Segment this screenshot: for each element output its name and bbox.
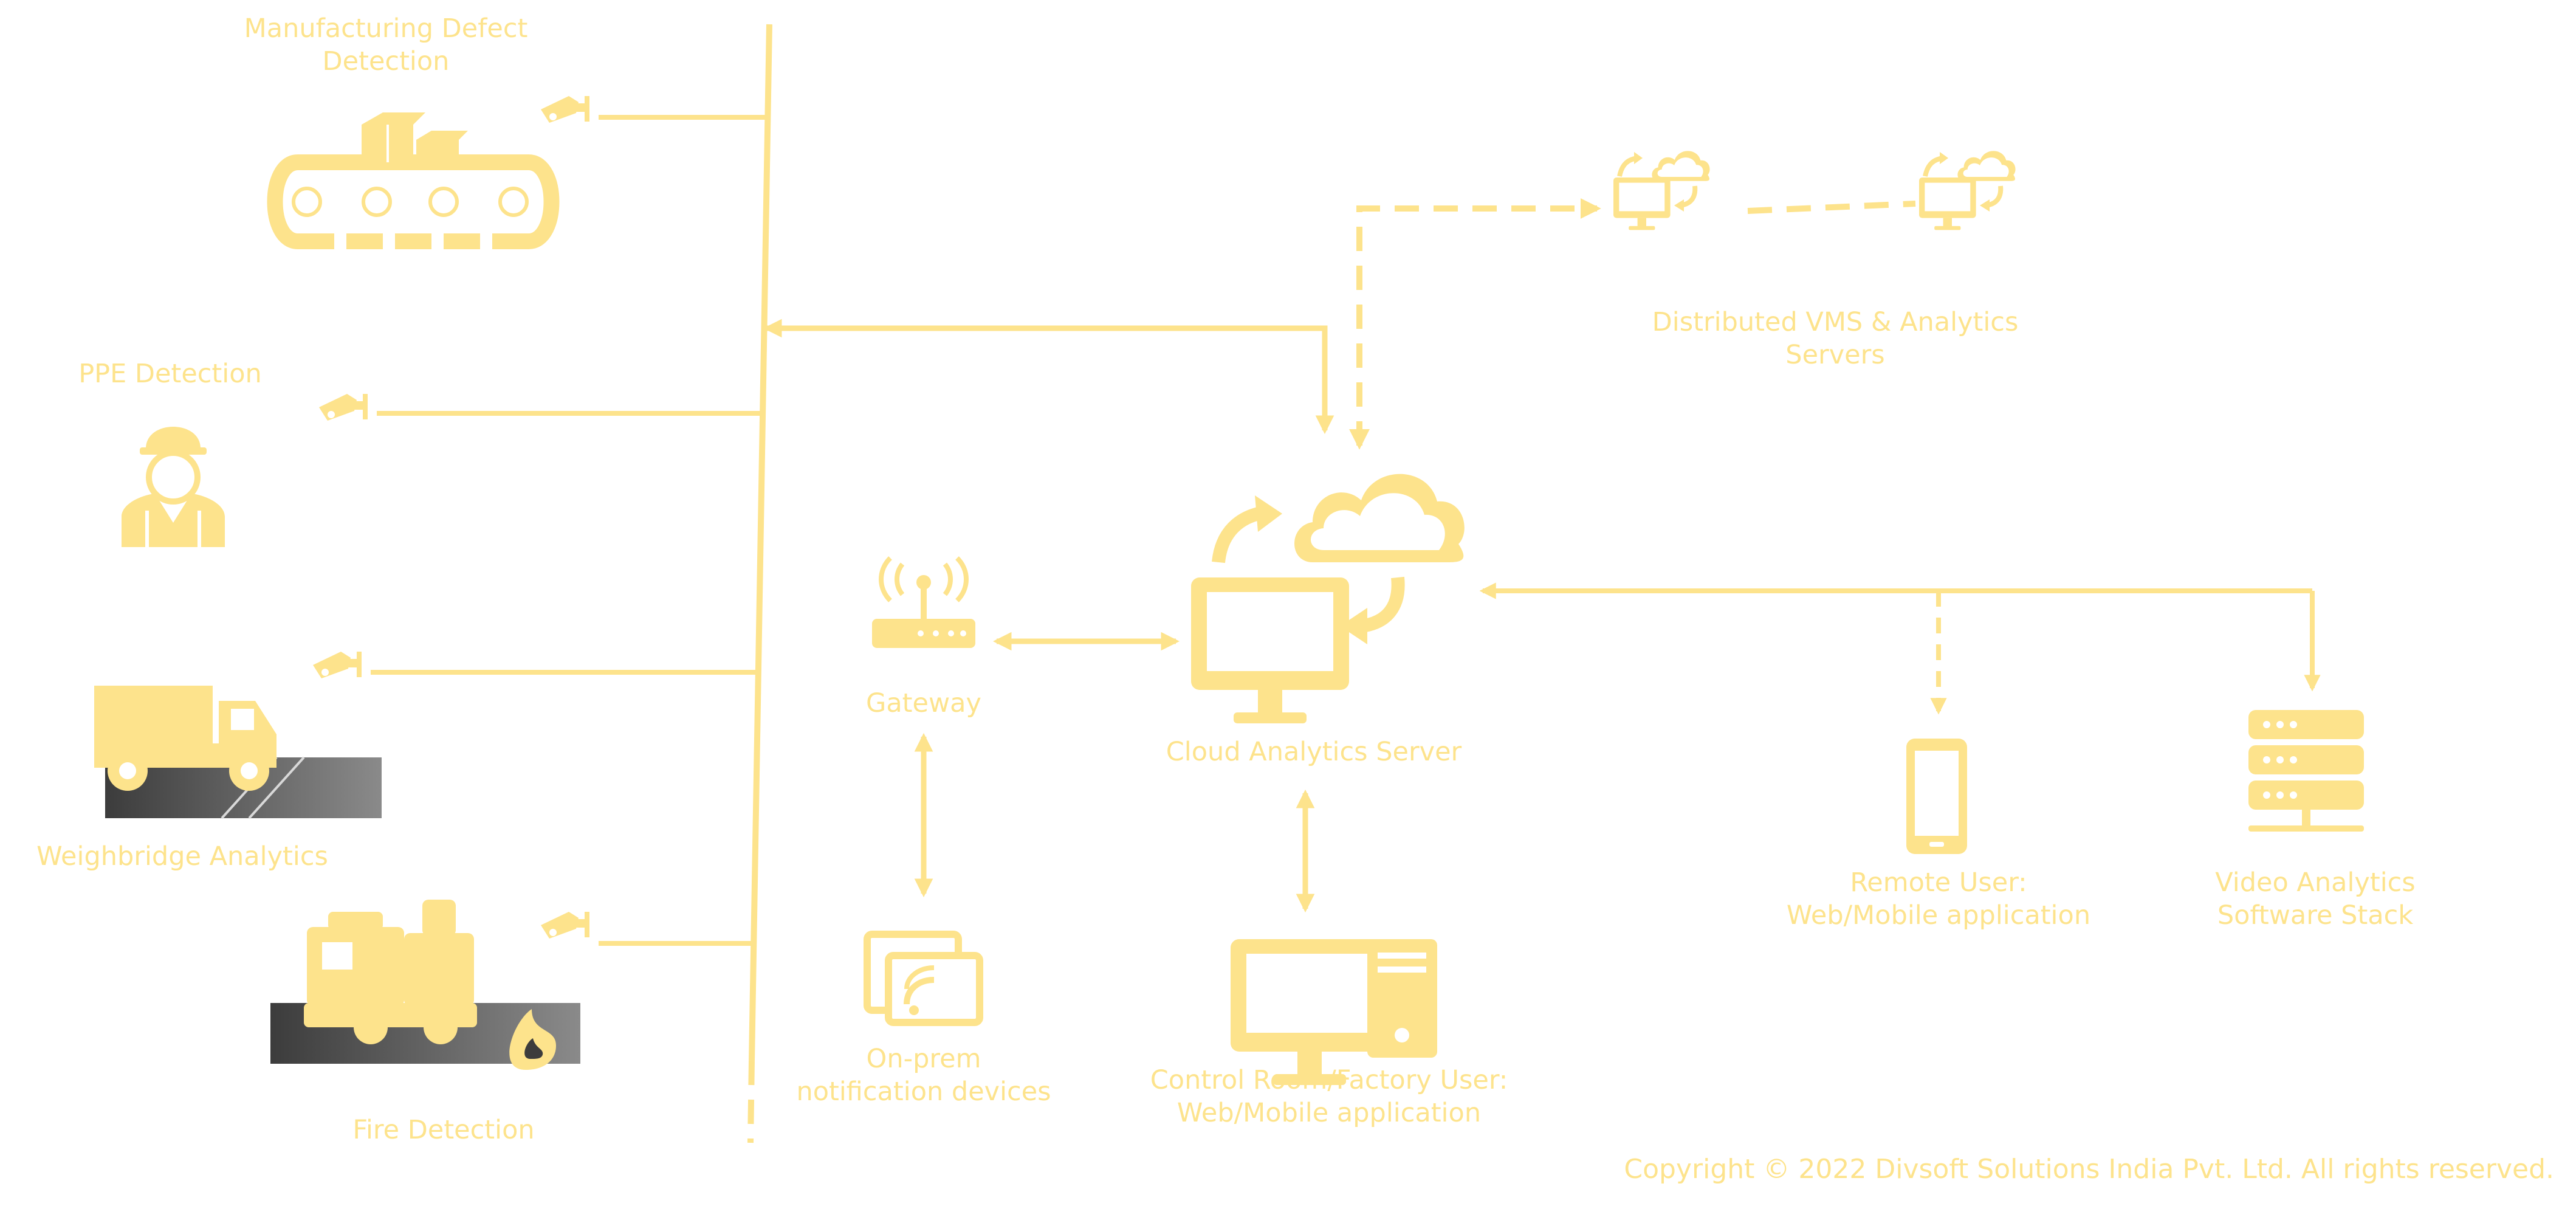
label-line: Detection bbox=[322, 46, 450, 77]
weighbridge-label: Weighbridge Analytics bbox=[30, 840, 334, 873]
cast-screen-icon bbox=[864, 931, 983, 1026]
label-line: Control Room/Factory User: bbox=[1150, 1065, 1508, 1095]
camera-icon bbox=[541, 96, 589, 123]
video-stack-label: Video Analytics Software Stack bbox=[2163, 866, 2467, 932]
control-room-label: Control Room/Factory User: Web/Mobile ap… bbox=[1116, 1064, 1542, 1129]
label-line: Software Stack bbox=[2217, 900, 2414, 931]
label-line: Web/Mobile application bbox=[1786, 900, 2091, 931]
manufacturing-label: Manufacturing Defect Detection bbox=[234, 12, 538, 78]
label-line: On-prem bbox=[866, 1044, 981, 1074]
label-line: Remote User: bbox=[1850, 867, 2027, 898]
gateway-label: Gateway bbox=[802, 687, 1045, 720]
label-line: notification devices bbox=[796, 1077, 1051, 1107]
cloud-monitor-icon bbox=[1613, 151, 1710, 230]
onprem-label: On-prem notification devices bbox=[772, 1042, 1076, 1108]
remote-user-label: Remote User: Web/Mobile application bbox=[1726, 866, 2151, 932]
label-line: Fire Detection bbox=[352, 1115, 535, 1145]
label-line: Distributed VMS & Analytics bbox=[1652, 307, 2019, 337]
ppe-label: PPE Detection bbox=[49, 357, 292, 390]
worker-helmet-icon bbox=[122, 427, 225, 547]
smartphone-icon bbox=[1906, 739, 1967, 854]
label-line: Web/Mobile application bbox=[1176, 1098, 1482, 1128]
distributed-label: Distributed VMS & Analytics Servers bbox=[1623, 306, 2048, 371]
label-line: PPE Detection bbox=[78, 359, 262, 389]
camera-icon bbox=[541, 912, 589, 939]
router-icon bbox=[872, 556, 975, 648]
cloud-monitor-icon bbox=[1191, 474, 1465, 723]
camera-icon bbox=[313, 652, 362, 678]
label-line: Weighbridge Analytics bbox=[36, 841, 328, 872]
camera-icon bbox=[319, 394, 368, 421]
desktop-computer-icon bbox=[1231, 939, 1437, 1085]
label-line: Manufacturing Defect bbox=[244, 13, 528, 44]
cloud-server-label: Cloud Analytics Server bbox=[1132, 736, 1496, 768]
label-line: Video Analytics bbox=[2215, 867, 2416, 898]
label-line: Cloud Analytics Server bbox=[1166, 737, 1462, 767]
label-line: Servers bbox=[1785, 340, 1885, 370]
cloud-monitor-icon bbox=[1919, 151, 2016, 230]
server-rack-icon bbox=[2248, 710, 2364, 832]
fire-label: Fire Detection bbox=[322, 1114, 565, 1146]
truck-icon bbox=[94, 686, 382, 819]
train-fire-icon bbox=[270, 900, 580, 1070]
label-line: Gateway bbox=[866, 688, 981, 718]
copyright-notice: Copyright © 2022 Divsoft Solutions India… bbox=[1624, 1154, 2554, 1185]
conveyor-belt-icon bbox=[267, 112, 560, 249]
